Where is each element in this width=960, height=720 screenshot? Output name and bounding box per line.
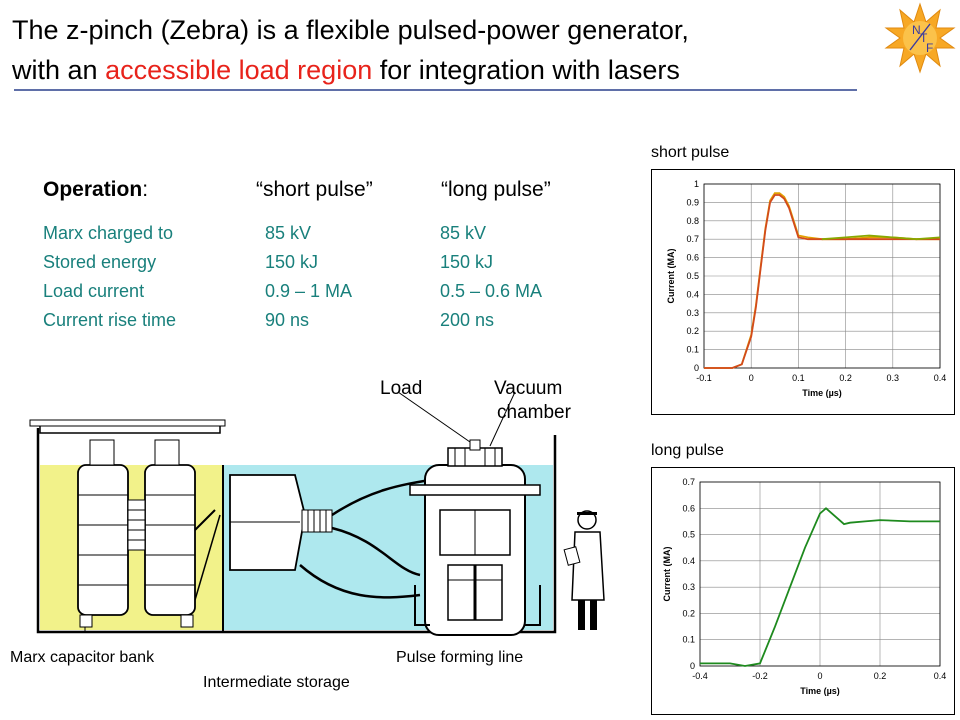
logo-letter-n: N [912,23,921,37]
vacuum-chamber [447,439,503,467]
x-tick-label: 0.4 [934,373,947,383]
x-tick-label: -0.2 [752,671,768,681]
y-tick-label: 0.9 [686,197,699,207]
y-tick-label: 0.1 [682,635,695,645]
title-line-1: The z-pinch (Zebra) is a flexible pulsed… [12,15,689,45]
title-line-2-start: with an [12,55,106,85]
row-long-risetime: 200 ns [440,310,495,330]
title-line-2: with an accessible load region for integ… [12,50,832,90]
row-long-marx: 85 kV [440,223,487,243]
series-line [700,507,940,667]
y-tick-label: 0.3 [682,582,695,592]
x-axis-label: Time (µs) [800,686,840,696]
tank-outline [36,428,557,634]
series-line [704,194,940,369]
row-long-current: 0.5 – 0.6 MA [440,281,543,301]
y-tick-label: 0.8 [686,216,699,226]
marx-capacitor-bank [77,439,221,628]
x-tick-label: -0.4 [692,671,708,681]
intermediate-storage [229,474,333,571]
row-short-energy: 150 kJ [265,252,319,272]
label-intermediate-storage: Intermediate storage [203,674,350,691]
y-axis-label: Current (MA) [666,249,676,304]
slide-title: The z-pinch (Zebra) is a flexible pulsed… [12,10,832,90]
label-load: Load [380,378,423,399]
plot-area [699,481,941,667]
label-marx-bank: Marx capacitor bank [10,649,155,666]
x-tick-label: 0.2 [874,671,887,681]
operation-heading-bold: Operation [43,178,143,201]
x-tick-label: 0.2 [839,373,852,383]
row-short-marx: 85 kV [265,223,312,243]
chart-caption-long: long pulse [651,442,724,459]
row-long-energy: 150 kJ [440,252,494,272]
operation-heading: Operation: [43,178,149,201]
logo-letter-f: F [926,41,933,55]
y-tick-label: 0.6 [682,503,695,513]
person-scale-figure [563,510,605,630]
pulse-forming-line [409,464,541,636]
y-tick-label: 0.2 [682,608,695,618]
title-line-2-end: for integration with lasers [372,55,680,85]
x-tick-label: 0.4 [934,671,947,681]
y-tick-label: 0.7 [682,477,695,487]
y-tick-label: 0.4 [686,289,699,299]
chart-long-svg: 0 0.1 0.2 0.3 0.4 0.5 0.6 0.7 -0.4 -0.2 0 0.2 0.4Tim… [662,477,947,696]
label-pfl: Pulse forming line [396,649,524,666]
row-short-risetime: 90 ns [265,310,310,330]
row-short-current: 0.9 – 1 MA [265,281,353,301]
col-header-long: “long pulse” [441,178,551,201]
row-label-energy: Stored energy [43,252,157,272]
vacuum-pointer [489,391,516,447]
y-tick-label: 0.1 [686,345,699,355]
zebra-machine-diagram [29,391,605,636]
y-tick-label: 1 [694,179,699,189]
y-tick-label: 0.3 [686,308,699,318]
label-chamber: chamber [497,402,571,423]
chart-caption-short: short pulse [651,144,730,161]
y-tick-label: 0.4 [682,556,695,566]
operation-table: Operation: “short pulse” “long pulse” Ma… [43,178,603,338]
col-header-short: “short pulse” [256,178,373,201]
y-tick-label: 0 [694,363,699,373]
y-tick-label: 0 [690,661,695,671]
row-label-current: Load current [43,281,145,301]
x-tick-label: 0 [817,671,822,681]
x-tick-label: -0.1 [696,373,712,383]
x-tick-label: 0 [749,373,754,383]
plot-area [703,183,941,369]
load-pointer [397,391,471,443]
y-tick-label: 0.5 [686,271,699,281]
y-tick-label: 0.2 [686,326,699,336]
series-line [704,192,940,369]
y-tick-label: 0.5 [682,530,695,540]
ntf-logo: N T F [884,2,956,74]
label-vacuum: Vacuum [494,378,563,399]
title-highlight: accessible load region [105,55,373,85]
title-underline [14,89,857,91]
x-axis-label: Time (µs) [802,388,842,398]
series-line [821,234,941,241]
row-label-risetime: Current rise time [43,310,177,330]
x-tick-label: 0.1 [792,373,805,383]
y-tick-label: 0.7 [686,234,699,244]
logo-letter-t: T [920,31,928,45]
x-tick-label: 0.3 [887,373,900,383]
y-tick-label: 0.6 [686,253,699,263]
row-label-marx: Marx charged to [43,223,174,243]
y-axis-label: Current (MA) [662,547,672,602]
